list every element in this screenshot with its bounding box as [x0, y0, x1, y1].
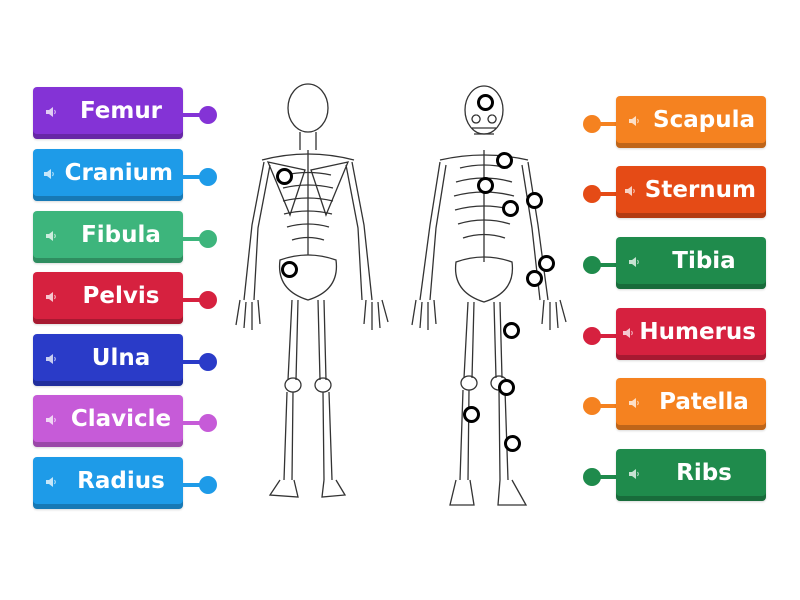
connector-sternum — [595, 192, 617, 196]
label-fibula[interactable]: Fibula — [33, 211, 183, 263]
connector-ulna — [183, 360, 203, 364]
connector-cranium — [183, 175, 203, 179]
label-text: Fibula — [81, 222, 161, 248]
connector-femur — [183, 113, 203, 117]
anchor-patella[interactable] — [583, 397, 601, 415]
drop-target-clavicle[interactable] — [496, 152, 513, 169]
label-pelvis[interactable]: Pelvis — [33, 272, 183, 324]
label-sternum[interactable]: Sternum — [616, 166, 766, 218]
label-text: Cranium — [64, 160, 173, 186]
skeleton-front-view — [411, 85, 567, 506]
connector-patella — [595, 404, 617, 408]
drop-target-radius[interactable] — [538, 255, 555, 272]
skeleton-back-view — [235, 83, 389, 498]
drop-target-fibula[interactable] — [463, 406, 480, 423]
drop-target-skull[interactable] — [477, 94, 494, 111]
speaker-icon[interactable] — [616, 327, 639, 339]
anchor-ulna[interactable] — [199, 353, 217, 371]
drop-target-patella[interactable] — [498, 379, 515, 396]
anchor-tibia[interactable] — [583, 256, 601, 274]
drop-target-ribs[interactable] — [502, 200, 519, 217]
label-text: Patella — [659, 389, 749, 415]
drop-target-ulna[interactable] — [526, 270, 543, 287]
speaker-icon[interactable] — [616, 256, 652, 268]
drop-target-tibia[interactable] — [504, 435, 521, 452]
drop-target-femur[interactable] — [503, 322, 520, 339]
label-clavicle[interactable]: Clavicle — [33, 395, 183, 447]
label-text: Femur — [79, 98, 163, 124]
label-text: Ribs — [676, 460, 732, 486]
label-text: Tibia — [672, 248, 736, 274]
drop-target-back-shoulder[interactable] — [276, 168, 293, 185]
connector-pelvis — [183, 298, 203, 302]
label-text: Clavicle — [70, 406, 172, 432]
speaker-icon[interactable] — [33, 476, 69, 488]
anchor-ribs[interactable] — [583, 468, 601, 486]
speaker-icon[interactable] — [33, 106, 69, 118]
speaker-icon[interactable] — [616, 185, 645, 197]
connector-ribs — [595, 475, 617, 479]
connector-clavicle — [183, 421, 203, 425]
connector-radius — [183, 483, 203, 487]
anchor-humerus[interactable] — [583, 327, 601, 345]
connector-tibia — [595, 263, 617, 267]
label-tibia[interactable]: Tibia — [616, 237, 766, 289]
anchor-fibula[interactable] — [199, 230, 217, 248]
anchor-sternum[interactable] — [583, 185, 601, 203]
label-patella[interactable]: Patella — [616, 378, 766, 430]
label-radius[interactable]: Radius — [33, 457, 183, 509]
label-femur[interactable]: Femur — [33, 87, 183, 139]
speaker-icon[interactable] — [33, 168, 65, 180]
anchor-clavicle[interactable] — [199, 414, 217, 432]
anchor-pelvis[interactable] — [199, 291, 217, 309]
anchor-radius[interactable] — [199, 476, 217, 494]
anchor-cranium[interactable] — [199, 168, 217, 186]
drop-target-sternum[interactable] — [477, 177, 494, 194]
anchor-scapula[interactable] — [583, 115, 601, 133]
speaker-icon[interactable] — [33, 353, 69, 365]
label-text: Humerus — [639, 319, 756, 345]
drop-target-humerus[interactable] — [526, 192, 543, 209]
label-text: Ulna — [91, 345, 151, 371]
label-humerus[interactable]: Humerus — [616, 308, 766, 360]
label-ribs[interactable]: Ribs — [616, 449, 766, 501]
label-cranium[interactable]: Cranium — [33, 149, 183, 201]
speaker-icon[interactable] — [33, 414, 69, 426]
label-ulna[interactable]: Ulna — [33, 334, 183, 386]
label-text: Pelvis — [82, 283, 160, 309]
speaker-icon[interactable] — [616, 115, 652, 127]
speaker-icon[interactable] — [616, 397, 652, 409]
label-text: Radius — [77, 468, 165, 494]
label-scapula[interactable]: Scapula — [616, 96, 766, 148]
speaker-icon[interactable] — [33, 291, 69, 303]
speaker-icon[interactable] — [33, 230, 69, 242]
label-text: Sternum — [644, 177, 756, 203]
anchor-femur[interactable] — [199, 106, 217, 124]
connector-scapula — [595, 122, 617, 126]
speaker-icon[interactable] — [616, 468, 652, 480]
drop-target-back-pelvis[interactable] — [281, 261, 298, 278]
connector-fibula — [183, 237, 203, 241]
label-text: Scapula — [653, 107, 755, 133]
connector-humerus — [595, 334, 617, 338]
